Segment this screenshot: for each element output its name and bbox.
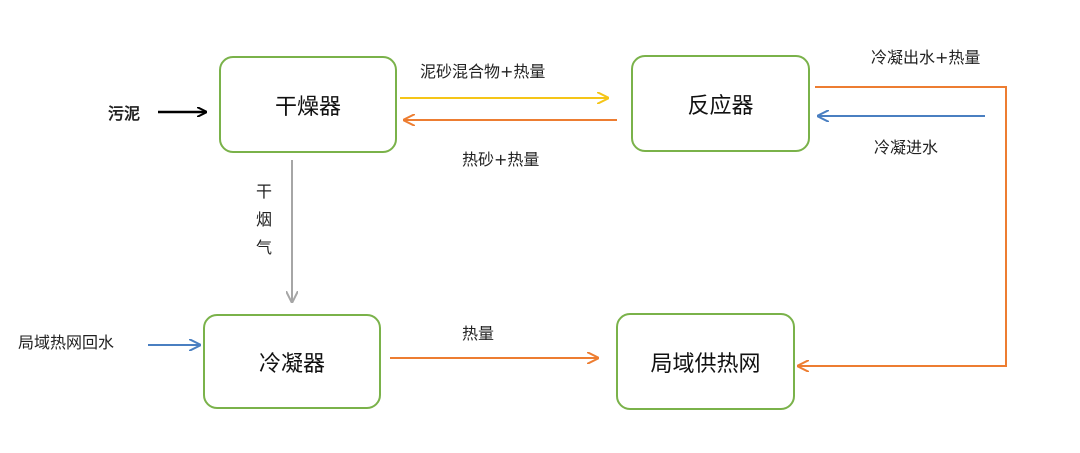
condenser-node: 冷凝器 <box>203 314 381 409</box>
condensate-in-label: 冷凝进水 <box>874 138 939 157</box>
heat-label: 热量 <box>462 324 495 343</box>
dryer-node: 干燥器 <box>219 56 397 153</box>
condensate-out-arrow <box>798 86 1007 366</box>
flue-gas-label: 干烟气 <box>255 182 272 257</box>
sludge-label: 污泥 <box>108 104 141 123</box>
mixture-label: 泥砂混合物+热量 <box>420 62 546 81</box>
hot-sand-label: 热砂+热量 <box>462 150 540 169</box>
district-heating-node: 局域供热网 <box>616 313 795 410</box>
reactor-node: 反应器 <box>631 55 810 152</box>
district-return-label: 局域热网回水 <box>18 333 115 352</box>
condensate-out-label: 冷凝出水+热量 <box>871 48 981 67</box>
